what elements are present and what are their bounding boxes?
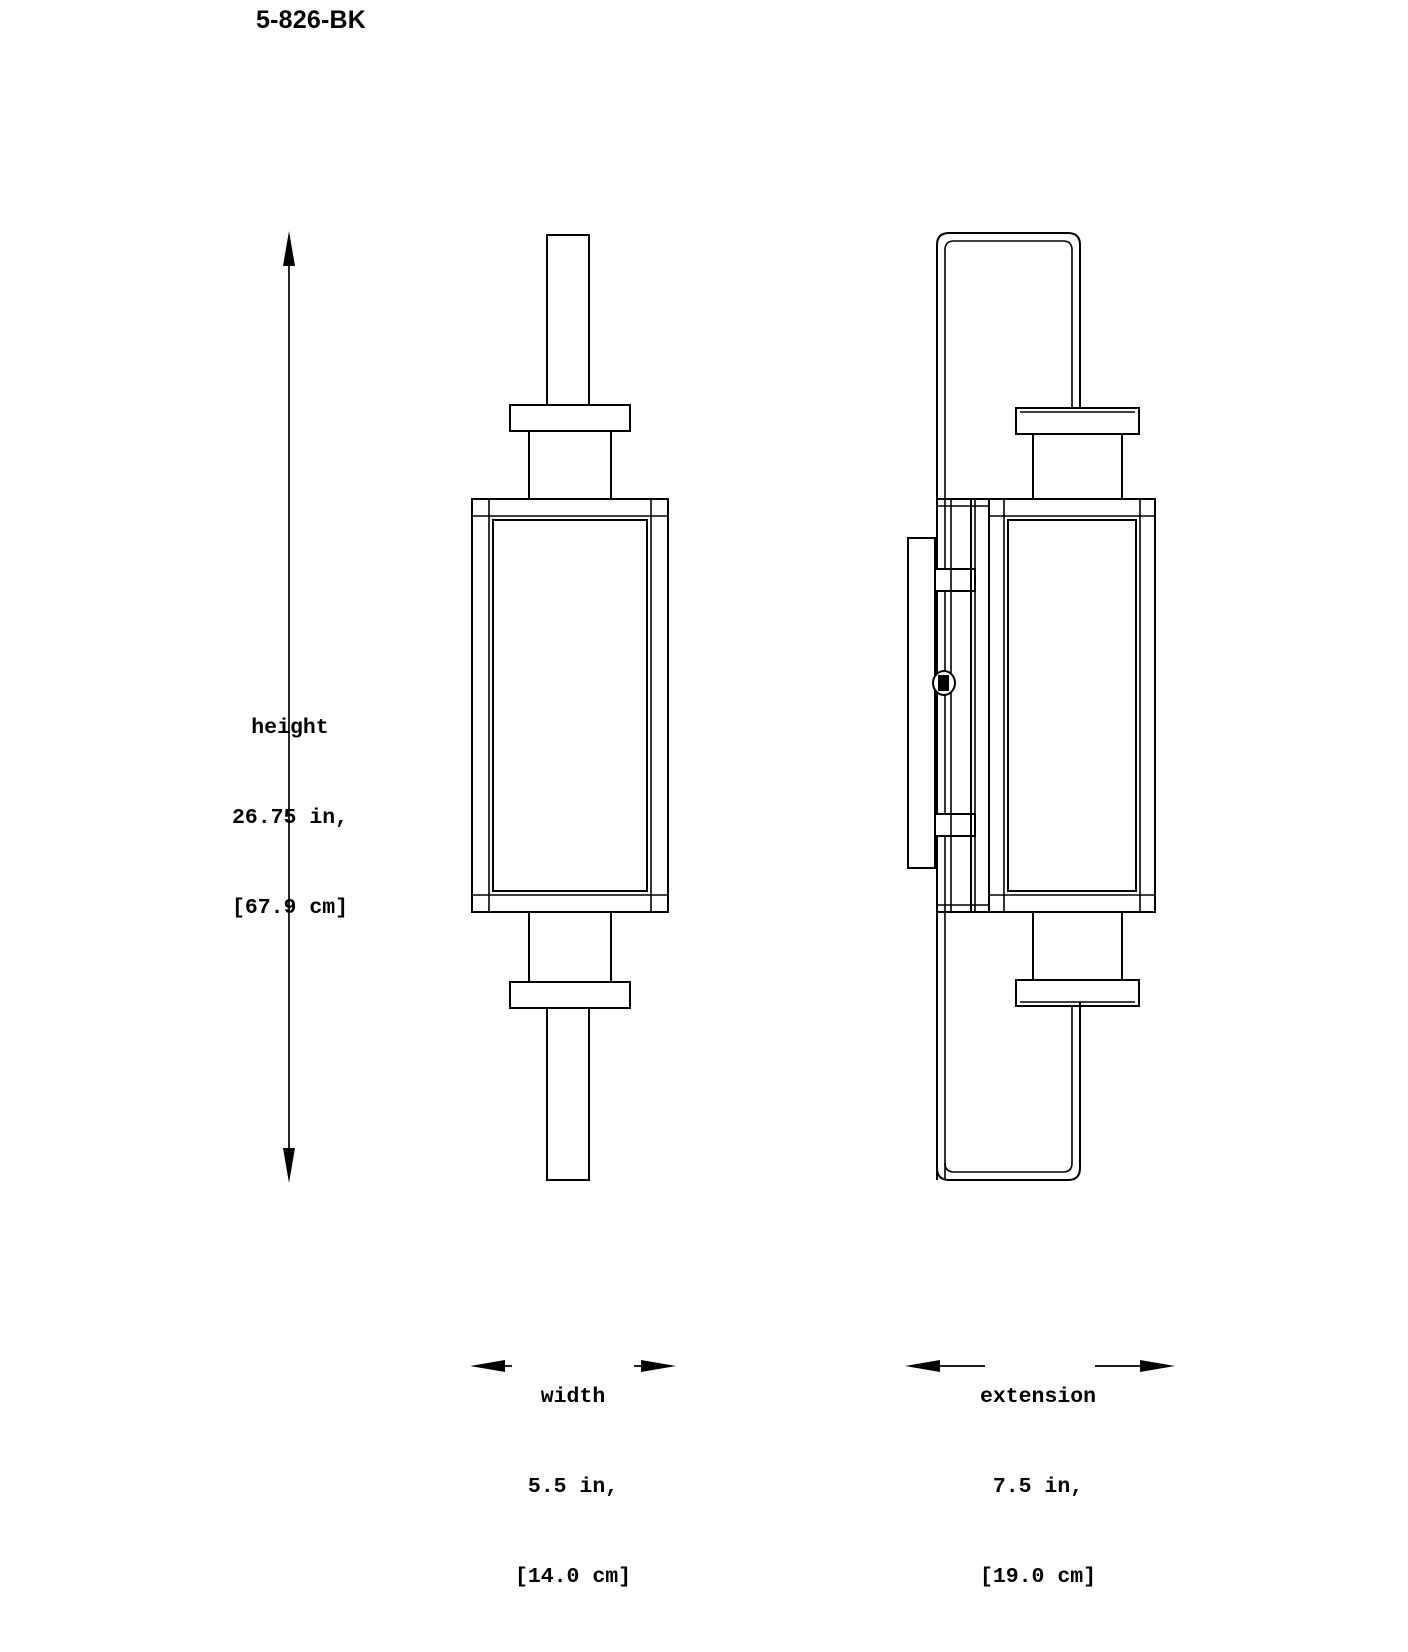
side-view <box>907 232 1156 1181</box>
height-dimension-label: height 26.75 in, [67.9 cm] <box>180 653 400 983</box>
width-dimension-label: width 5.5 in, [14.0 cm] <box>463 1322 683 1652</box>
extension-label-name: extension <box>979 1385 1097 1409</box>
drawing-sheet: 5-826-BK <box>180 6 1175 1589</box>
side-top-arm-outer <box>936 232 1081 1180</box>
dimension-drawing-canvas <box>283 231 1175 1372</box>
side-wall-mounting-plate <box>907 537 936 869</box>
front-lantern-glass-panel <box>492 519 648 892</box>
extension-dimension-label: extension 7.5 in, [19.0 cm] <box>928 1322 1148 1652</box>
extension-label-inches: 7.5 in, <box>992 1475 1084 1499</box>
side-lantern-glass-panel <box>1007 519 1137 892</box>
front-top-collar <box>509 404 631 432</box>
front-bottom-neck <box>528 911 612 983</box>
side-bracket-upper <box>934 568 976 592</box>
width-label-inches: 5.5 in, <box>527 1475 619 1499</box>
thumbscrew-detail <box>932 670 956 696</box>
height-label-inches: 26.75 in, <box>231 806 349 830</box>
side-bracket-lower <box>934 813 976 837</box>
side-bottom-arm-inner <box>944 1006 1073 1173</box>
side-bottom-arm-outer <box>936 1002 1081 1181</box>
side-top-arm-inner <box>944 240 1073 1180</box>
height-label-name: height <box>251 716 329 740</box>
width-label-name: width <box>540 1385 606 1409</box>
side-top-neck <box>1032 433 1123 503</box>
height-label-centimeters: [67.9 cm] <box>231 896 349 920</box>
front-top-stem <box>546 234 590 416</box>
width-label-centimeters: [14.0 cm] <box>514 1565 632 1589</box>
front-view <box>471 234 669 1181</box>
extension-label-centimeters: [19.0 cm] <box>979 1565 1097 1589</box>
front-bottom-collar <box>509 981 631 1009</box>
page-title: 5-826-BK <box>256 6 366 34</box>
width-dimension-line <box>470 1360 676 1372</box>
side-bottom-neck <box>1032 911 1123 981</box>
height-dimension-line <box>283 231 295 1183</box>
extension-dimension-line <box>905 1360 1175 1372</box>
front-bottom-finial <box>546 1007 590 1181</box>
front-top-neck <box>528 430 612 502</box>
